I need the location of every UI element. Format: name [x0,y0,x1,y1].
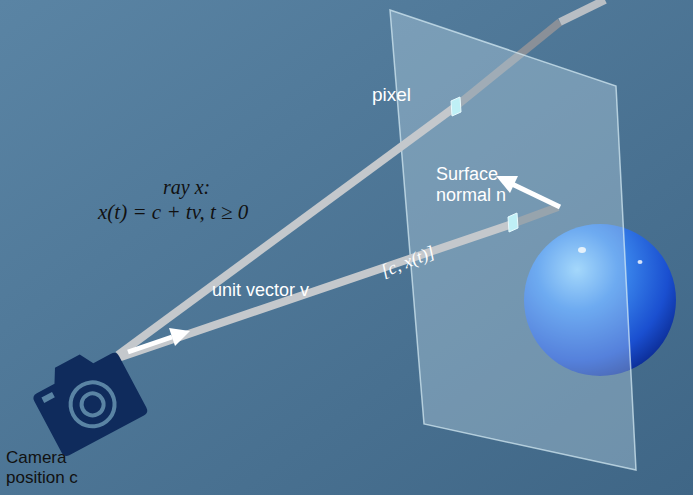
camera-icon [25,339,149,458]
unit-vector-arrow [128,337,172,352]
ray-name: ray x: [163,176,210,199]
ray-equation: x(t) = c + tv, t ≥ 0 [98,200,248,224]
pixel-label: pixel [372,84,411,106]
pixel-marker [508,213,518,232]
unit-vector-arrowhead [169,328,190,346]
ray [118,107,455,355]
pixel-marker [451,97,461,116]
unit-vector-label: unit vector v [212,280,309,301]
image-plane [390,10,636,470]
camera-label: Camera position c [6,448,96,487]
ray-beyond [560,0,605,22]
segment-label: [c, x(t)] [378,242,438,282]
sphere-highlight [638,260,643,264]
ray [118,224,512,358]
normal-label: Surface normal n [436,164,528,205]
normal-arrow [512,184,560,207]
